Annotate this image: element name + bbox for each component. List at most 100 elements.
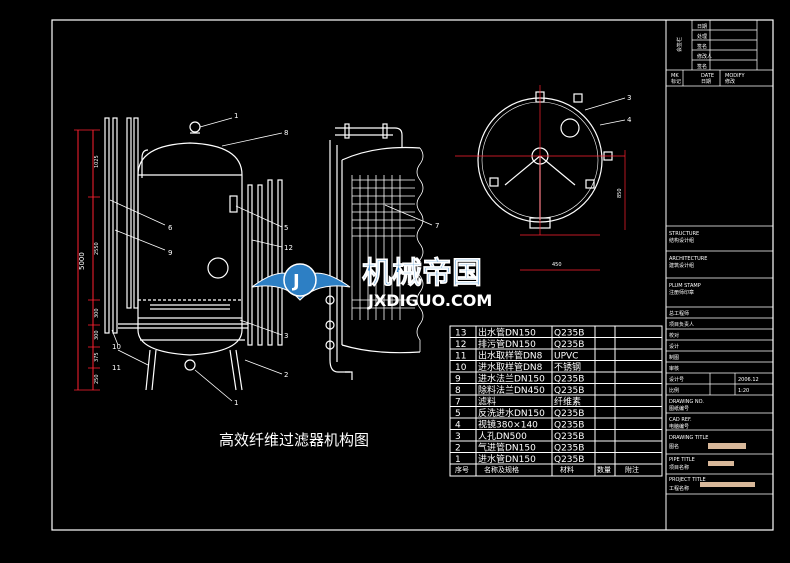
revision-label: 签名 [697, 43, 707, 50]
header-material: 材料 [560, 465, 574, 474]
part-material: 不锈钢 [554, 361, 581, 373]
project-title-en: PROJECT TITLE [669, 477, 706, 483]
part-material: UPVC [554, 352, 578, 362]
pipe-title-cn: 项目名称 [669, 464, 689, 471]
part-material: Q235B [554, 409, 584, 419]
role-label: 设计号 [669, 376, 684, 383]
cad-ref-en: CAD REF. [669, 417, 692, 423]
scale-value: 1:20 [738, 388, 749, 394]
revision-label: 签名 [697, 63, 707, 70]
architecture-en: ARCHITECTURE [669, 256, 707, 262]
title-block-text: 会签栏 日期 处理 签名 修改人 签名 MK DATE MODIFY 标记 日期… [669, 24, 759, 492]
part-name: 除料法兰DN450 [478, 384, 545, 396]
title-stamp-bar [708, 461, 734, 466]
part-no: 5 [455, 409, 461, 419]
part-material: Q235B [554, 432, 584, 442]
rev-modify-header: MODIFY [725, 73, 745, 79]
drawing-no-cn: 图纸编号 [669, 405, 689, 412]
leader-label: 5 [284, 224, 288, 232]
segment-dim: 300 [94, 330, 100, 340]
part-material: Q235B [554, 375, 584, 385]
plan-dim: 850 [617, 188, 623, 198]
part-name: 出水取样管DN8 [478, 350, 543, 362]
leader-label: 1 [234, 112, 238, 120]
leader-label: 9 [168, 249, 172, 257]
role-label: 比例 [669, 387, 679, 394]
date-value: 2006.12 [738, 377, 759, 383]
parts-table-header: 序号 名称及规格 材料 数量 附注 [455, 465, 639, 474]
segment-dim: 300 [94, 308, 100, 318]
leader-label: 4 [627, 116, 632, 124]
leader-label: 2 [284, 371, 288, 379]
logo-letter-icon: J [291, 271, 300, 292]
part-name: 反洗进水DN150 [478, 407, 545, 419]
leader-label: 7 [435, 222, 439, 230]
part-no: 13 [455, 329, 466, 339]
watermark-brand-en: JXDIGUO.COM [367, 291, 492, 310]
part-no: 1 [455, 455, 461, 465]
segment-dim: 1025 [94, 155, 100, 168]
part-no: 11 [455, 352, 466, 362]
role-label: 总工程师 [669, 310, 689, 317]
parts-table [449, 325, 663, 477]
leader-label: 1 [234, 399, 238, 407]
side-section-view [325, 123, 433, 380]
rev-date-header: DATE [701, 73, 714, 79]
leader-label: 3 [284, 332, 288, 340]
drawing-no-en: DRAWING NO. [669, 399, 704, 405]
title-stamp-bar [708, 443, 746, 449]
overall-height-label: 5000 [78, 252, 86, 270]
leader-label: 10 [112, 343, 121, 351]
pipe-title-en: PIPE TITLE [669, 457, 695, 463]
part-no: 2 [455, 444, 461, 454]
role-label: 校对 [669, 332, 679, 339]
part-material: 纤维素 [554, 396, 581, 408]
rev-date-cn: 日期 [701, 79, 711, 85]
part-name: 排污管DN150 [478, 338, 536, 350]
leader-label: 8 [284, 129, 288, 137]
plumbing-cn: 注册师印章 [669, 289, 694, 296]
drawing-frame [51, 19, 774, 531]
part-material: Q235B [554, 455, 584, 465]
part-name: 进水法兰DN150 [478, 373, 545, 385]
leader-label: 6 [168, 224, 173, 232]
part-material: Q235B [554, 386, 584, 396]
watermark: J 机械帝国 JXDIGUO.COM [251, 256, 492, 310]
part-no: 9 [455, 375, 461, 385]
part-no: 4 [455, 421, 461, 431]
role-label: 设计 [669, 343, 679, 350]
part-name: 人孔DN500 [478, 431, 527, 442]
role-label: 项目负责人 [669, 321, 694, 328]
revision-label: 日期 [697, 24, 707, 30]
plan-view [455, 85, 626, 271]
part-no: 7 [455, 398, 461, 408]
part-material: Q235B [554, 329, 584, 339]
project-title-cn: 工程名称 [669, 485, 689, 492]
plumbing-en: PLUM STAMP [669, 283, 701, 289]
header-note: 附注 [625, 465, 639, 474]
drawing-title-en: DRAWING TITLE [669, 435, 708, 441]
part-name: 进水取样管DN8 [478, 361, 543, 373]
part-name: 进水管DN150 [478, 453, 536, 465]
plan-dim: 450 [552, 262, 562, 268]
revision-label: 修改人 [697, 53, 712, 60]
part-no: 10 [455, 363, 467, 373]
header-no: 序号 [455, 465, 469, 474]
cad-ref-cn: 电脑编号 [669, 423, 689, 430]
title-block [666, 20, 773, 495]
sign-panel-label: 会签栏 [676, 37, 683, 52]
segment-dim: 375 [94, 352, 100, 362]
header-qty: 数量 [597, 465, 611, 474]
part-name: 滤料 [478, 396, 496, 408]
part-no: 3 [455, 432, 461, 442]
part-material: Q235B [554, 444, 584, 454]
front-view [74, 117, 283, 402]
part-no: 12 [455, 340, 466, 350]
role-label: 制图 [669, 354, 679, 361]
architecture-cn: 建筑设计组 [669, 262, 694, 269]
rev-modify-cn: 修改 [725, 78, 735, 85]
dimension-labels: 5000 1025 2550 300 300 375 250 [78, 155, 100, 384]
watermark-brand-cn: 机械帝国 [362, 256, 482, 291]
structure-en: STRUCTURE [669, 231, 699, 237]
